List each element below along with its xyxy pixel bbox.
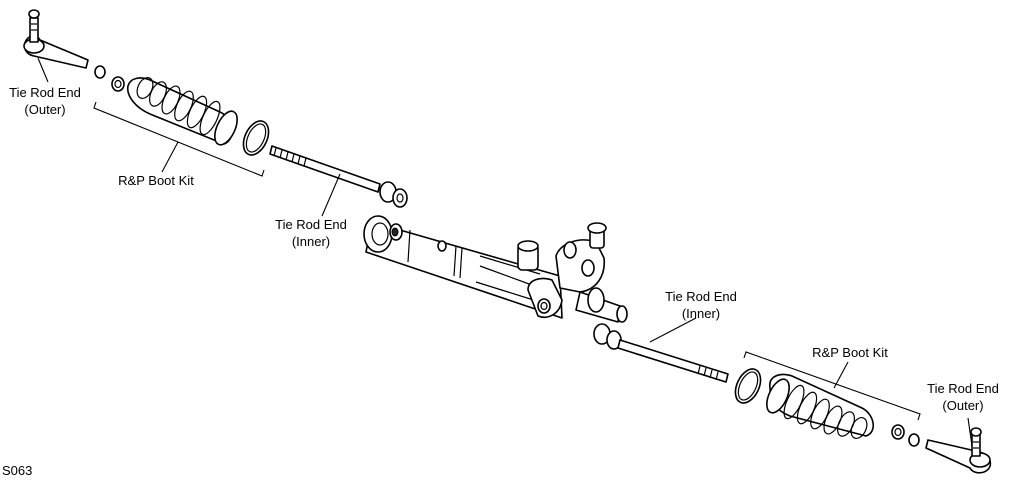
rack-right-end [575, 287, 628, 323]
left-jam-nut [94, 65, 125, 92]
label-left-outer-tie-rod-end: Tie Rod End (Outer) [2, 84, 88, 118]
label-right-outer-tie-rod-end: Tie Rod End (Outer) [918, 380, 1008, 414]
left-inner-leader-line [321, 173, 341, 217]
left-rack-boot [126, 77, 238, 146]
right-inner-leader-line [649, 317, 697, 343]
label-right-inner-line1: Tie Rod End [665, 289, 737, 304]
label-left-boot-kit: R&P Boot Kit [106, 172, 206, 189]
label-right-inner-tie-rod-end: Tie Rod End (Inner) [658, 288, 744, 322]
rack-housing [363, 215, 563, 319]
figure-code: S063 [2, 463, 33, 478]
right-outer-tie-rod-end [925, 427, 992, 474]
right-boot-clamp [734, 368, 762, 404]
left-boot-kit-leader [161, 141, 179, 173]
right-boot-kit-bracket [743, 351, 921, 421]
label-left-boot-kit-text: R&P Boot Kit [118, 173, 194, 188]
right-inner-tie-rod [593, 323, 729, 383]
left-outer-leader-line [37, 57, 49, 83]
pinion-valve-housing [527, 222, 607, 318]
label-right-outer-line2: (Outer) [942, 398, 984, 413]
left-outer-tie-rod-end [23, 9, 89, 69]
label-left-outer-line2: (Outer) [24, 102, 66, 117]
left-boot-clamp [242, 120, 270, 156]
label-left-outer-line1: Tie Rod End [9, 85, 81, 100]
label-left-inner-tie-rod-end: Tie Rod End (Inner) [268, 216, 354, 250]
right-boot-kit-leader [833, 361, 849, 389]
label-left-inner-line1: Tie Rod End [275, 217, 347, 232]
left-inner-tie-rod [269, 145, 408, 208]
label-right-inner-line2: (Inner) [681, 306, 721, 321]
label-left-inner-line2: (Inner) [291, 234, 331, 249]
label-right-boot-kit-text: R&P Boot Kit [812, 345, 888, 360]
right-jam-nut [891, 424, 920, 447]
label-right-boot-kit: R&P Boot Kit [800, 344, 900, 361]
right-rack-boot [766, 373, 874, 439]
label-right-outer-line1: Tie Rod End [927, 381, 999, 396]
right-outer-leader-line [967, 417, 973, 447]
